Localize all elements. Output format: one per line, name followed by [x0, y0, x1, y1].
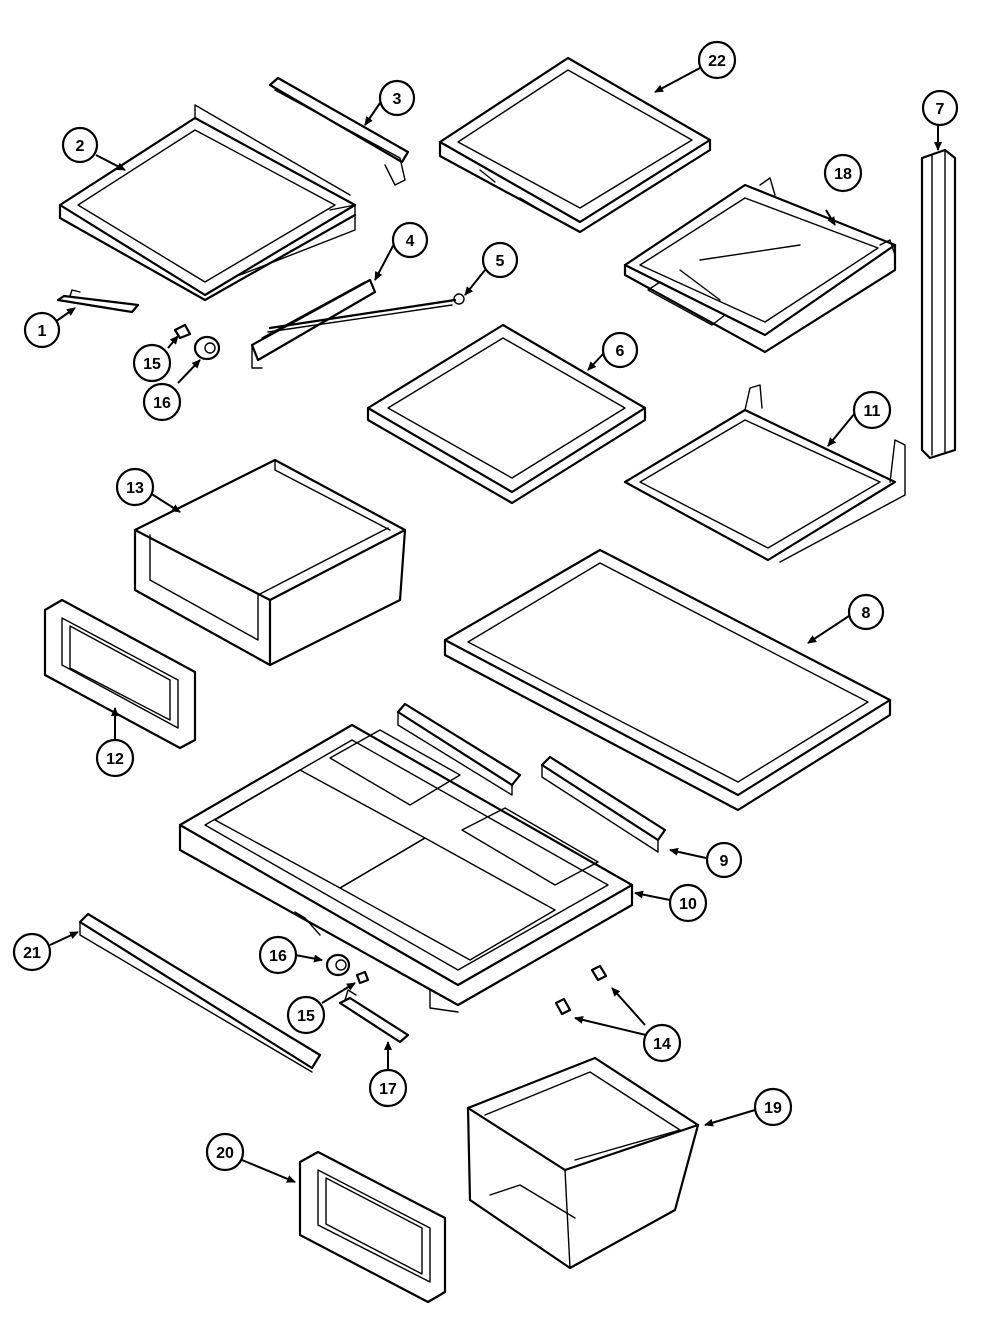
part-1-bracket — [56, 289, 140, 314]
part-21-front-rail — [78, 912, 322, 1073]
part-16-roller-upper — [193, 335, 221, 361]
callout-21: 21 — [12, 932, 52, 972]
callout-19: 19 — [753, 1087, 793, 1127]
part-14-screws — [554, 964, 608, 1016]
callout-label: 18 — [834, 166, 852, 183]
callout-label: 20 — [216, 1145, 234, 1162]
callout-12: 12 — [95, 738, 135, 778]
part-7-vertical-rail — [920, 148, 957, 460]
callout-16-lower: 16 — [258, 935, 298, 975]
callout-label: 16 — [153, 395, 171, 412]
callout-label: 13 — [126, 480, 144, 497]
callout-11: 11 — [852, 390, 892, 430]
callout-label: 17 — [379, 1081, 397, 1098]
part-8-glass-shelf — [443, 548, 892, 812]
part-17-bracket — [338, 989, 410, 1044]
callout-label: 2 — [76, 138, 85, 155]
part-9-rail-lower — [540, 755, 667, 853]
callout-18: 18 — [823, 153, 863, 193]
callout-label: 19 — [764, 1100, 782, 1117]
part-2-shelf — [58, 104, 357, 302]
part-16-roller-lower — [325, 953, 351, 977]
callout-label: 8 — [862, 605, 871, 622]
callout-7: 7 — [921, 89, 959, 127]
callout-10: 10 — [668, 883, 708, 923]
callout-label: 14 — [653, 1036, 671, 1053]
callout-label: 15 — [297, 1008, 315, 1025]
part-4-slide-rail — [250, 278, 377, 369]
callout-9: 9 — [705, 841, 743, 879]
callout-16-upper: 16 — [142, 382, 182, 422]
callout-label: 9 — [720, 853, 729, 870]
callout-1: 1 — [23, 311, 61, 349]
callout-15-upper: 15 — [132, 343, 172, 383]
callout-13: 13 — [115, 467, 155, 507]
callout-5: 5 — [481, 241, 519, 279]
part-10-cover-frame — [178, 723, 634, 1013]
part-9-rail-upper — [396, 702, 522, 796]
callout-label: 1 — [38, 323, 47, 340]
callout-14: 14 — [642, 1023, 682, 1063]
part-12-drawer-front — [43, 598, 197, 750]
part-15-screw-lower — [355, 970, 370, 985]
part-5-rod — [267, 293, 465, 333]
callout-label: 12 — [106, 751, 124, 768]
callout-label: 21 — [23, 945, 41, 962]
callout-4: 4 — [391, 221, 429, 259]
callout-8: 8 — [847, 593, 885, 631]
callout-6: 6 — [601, 331, 639, 369]
callout-label: 4 — [406, 233, 415, 250]
callout-label: 11 — [864, 403, 881, 420]
callout-2: 2 — [61, 126, 99, 164]
callout-label: 22 — [708, 53, 726, 70]
part-13-drawer — [133, 458, 407, 667]
part-3-rail — [268, 76, 410, 186]
callout-22: 22 — [697, 40, 737, 80]
callout-15-lower: 15 — [286, 995, 326, 1035]
part-11-wire-shelf — [623, 384, 906, 563]
leader-lines — [49, 67, 942, 1183]
callout-3: 3 — [378, 79, 416, 117]
part-22-shelf — [438, 56, 712, 234]
callout-20: 20 — [205, 1132, 245, 1172]
callout-label: 6 — [616, 343, 625, 360]
callout-label: 3 — [393, 91, 402, 108]
callout-17: 17 — [368, 1068, 408, 1108]
callout-label: 16 — [269, 948, 287, 965]
part-20-drawer-front — [298, 1150, 447, 1304]
callout-label: 5 — [496, 253, 505, 270]
part-18-frame — [623, 177, 897, 354]
part-6-shelf — [366, 323, 647, 505]
callout-label: 7 — [936, 101, 945, 118]
callout-label: 10 — [679, 896, 697, 913]
callout-label: 15 — [143, 356, 161, 373]
part-19-pan — [466, 1056, 700, 1270]
